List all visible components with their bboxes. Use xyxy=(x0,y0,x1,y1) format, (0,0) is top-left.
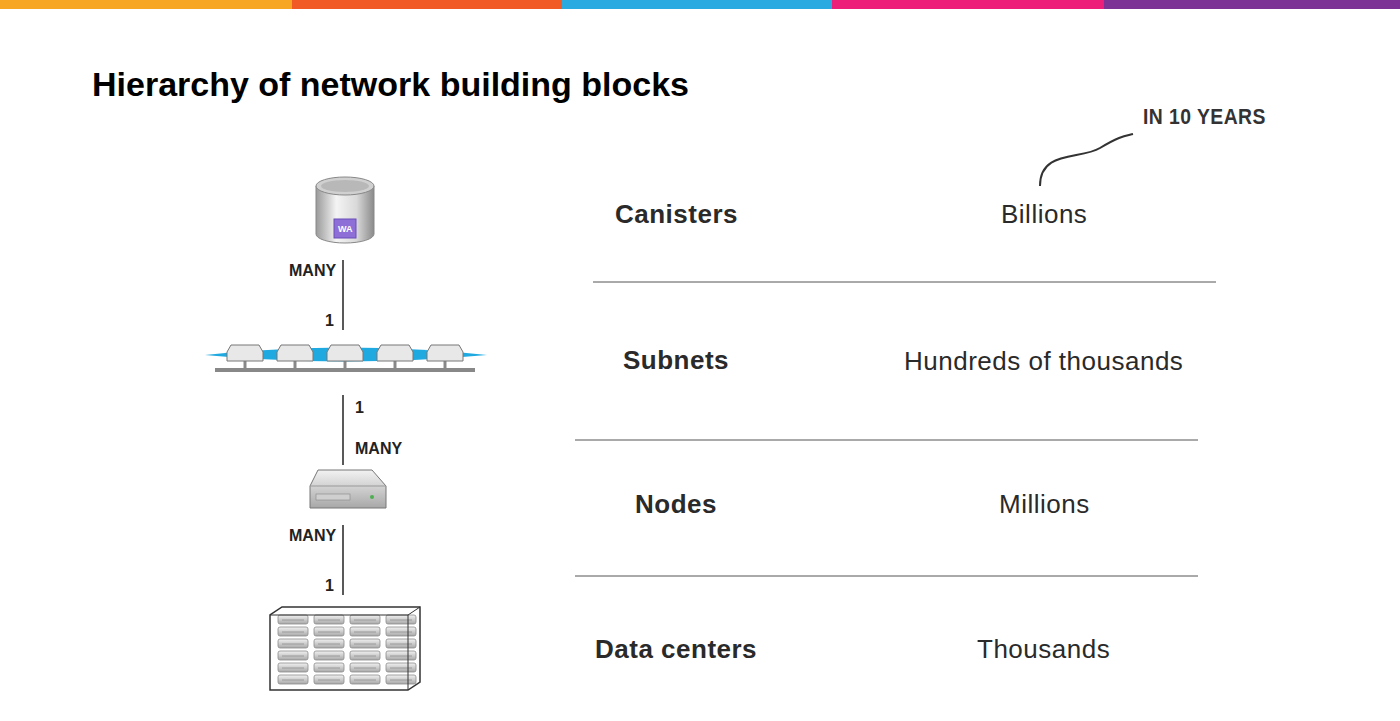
cardinality: MANY xyxy=(289,527,336,545)
link-line xyxy=(342,395,344,465)
datacenter-icon xyxy=(270,607,420,690)
cardinality: 1 xyxy=(325,577,334,595)
link-line xyxy=(342,260,344,330)
color-bar xyxy=(0,0,292,9)
cardinality: MANY xyxy=(355,440,402,458)
separator xyxy=(593,282,1216,283)
row-count: Thousands xyxy=(977,635,1110,665)
color-bar xyxy=(832,0,1104,9)
callout-note: IN 10 YEARS xyxy=(1143,104,1266,129)
separator xyxy=(575,576,1198,577)
row-name: Subnets xyxy=(623,346,729,376)
row-name: Data centers xyxy=(595,635,757,665)
row-count: Billions xyxy=(1001,200,1087,230)
color-bar xyxy=(562,0,832,9)
icon-label: WA xyxy=(338,224,353,234)
canister-icon xyxy=(316,177,374,243)
cardinality: MANY xyxy=(289,262,336,280)
row-count: Millions xyxy=(999,490,1090,520)
row-count: Hundreds of thousands xyxy=(904,347,1183,377)
page-title: Hierarchy of network building blocks xyxy=(92,65,689,104)
link-line xyxy=(342,525,344,595)
color-bar xyxy=(1104,0,1400,9)
separator xyxy=(575,440,1198,441)
cardinality: 1 xyxy=(325,312,334,330)
subnet-icon xyxy=(205,345,487,370)
cardinality: 1 xyxy=(355,399,364,417)
server-icon xyxy=(310,470,386,508)
leader-line xyxy=(1040,134,1133,186)
row-name: Canisters xyxy=(615,200,738,230)
row-name: Nodes xyxy=(635,490,717,520)
color-bar xyxy=(292,0,562,9)
